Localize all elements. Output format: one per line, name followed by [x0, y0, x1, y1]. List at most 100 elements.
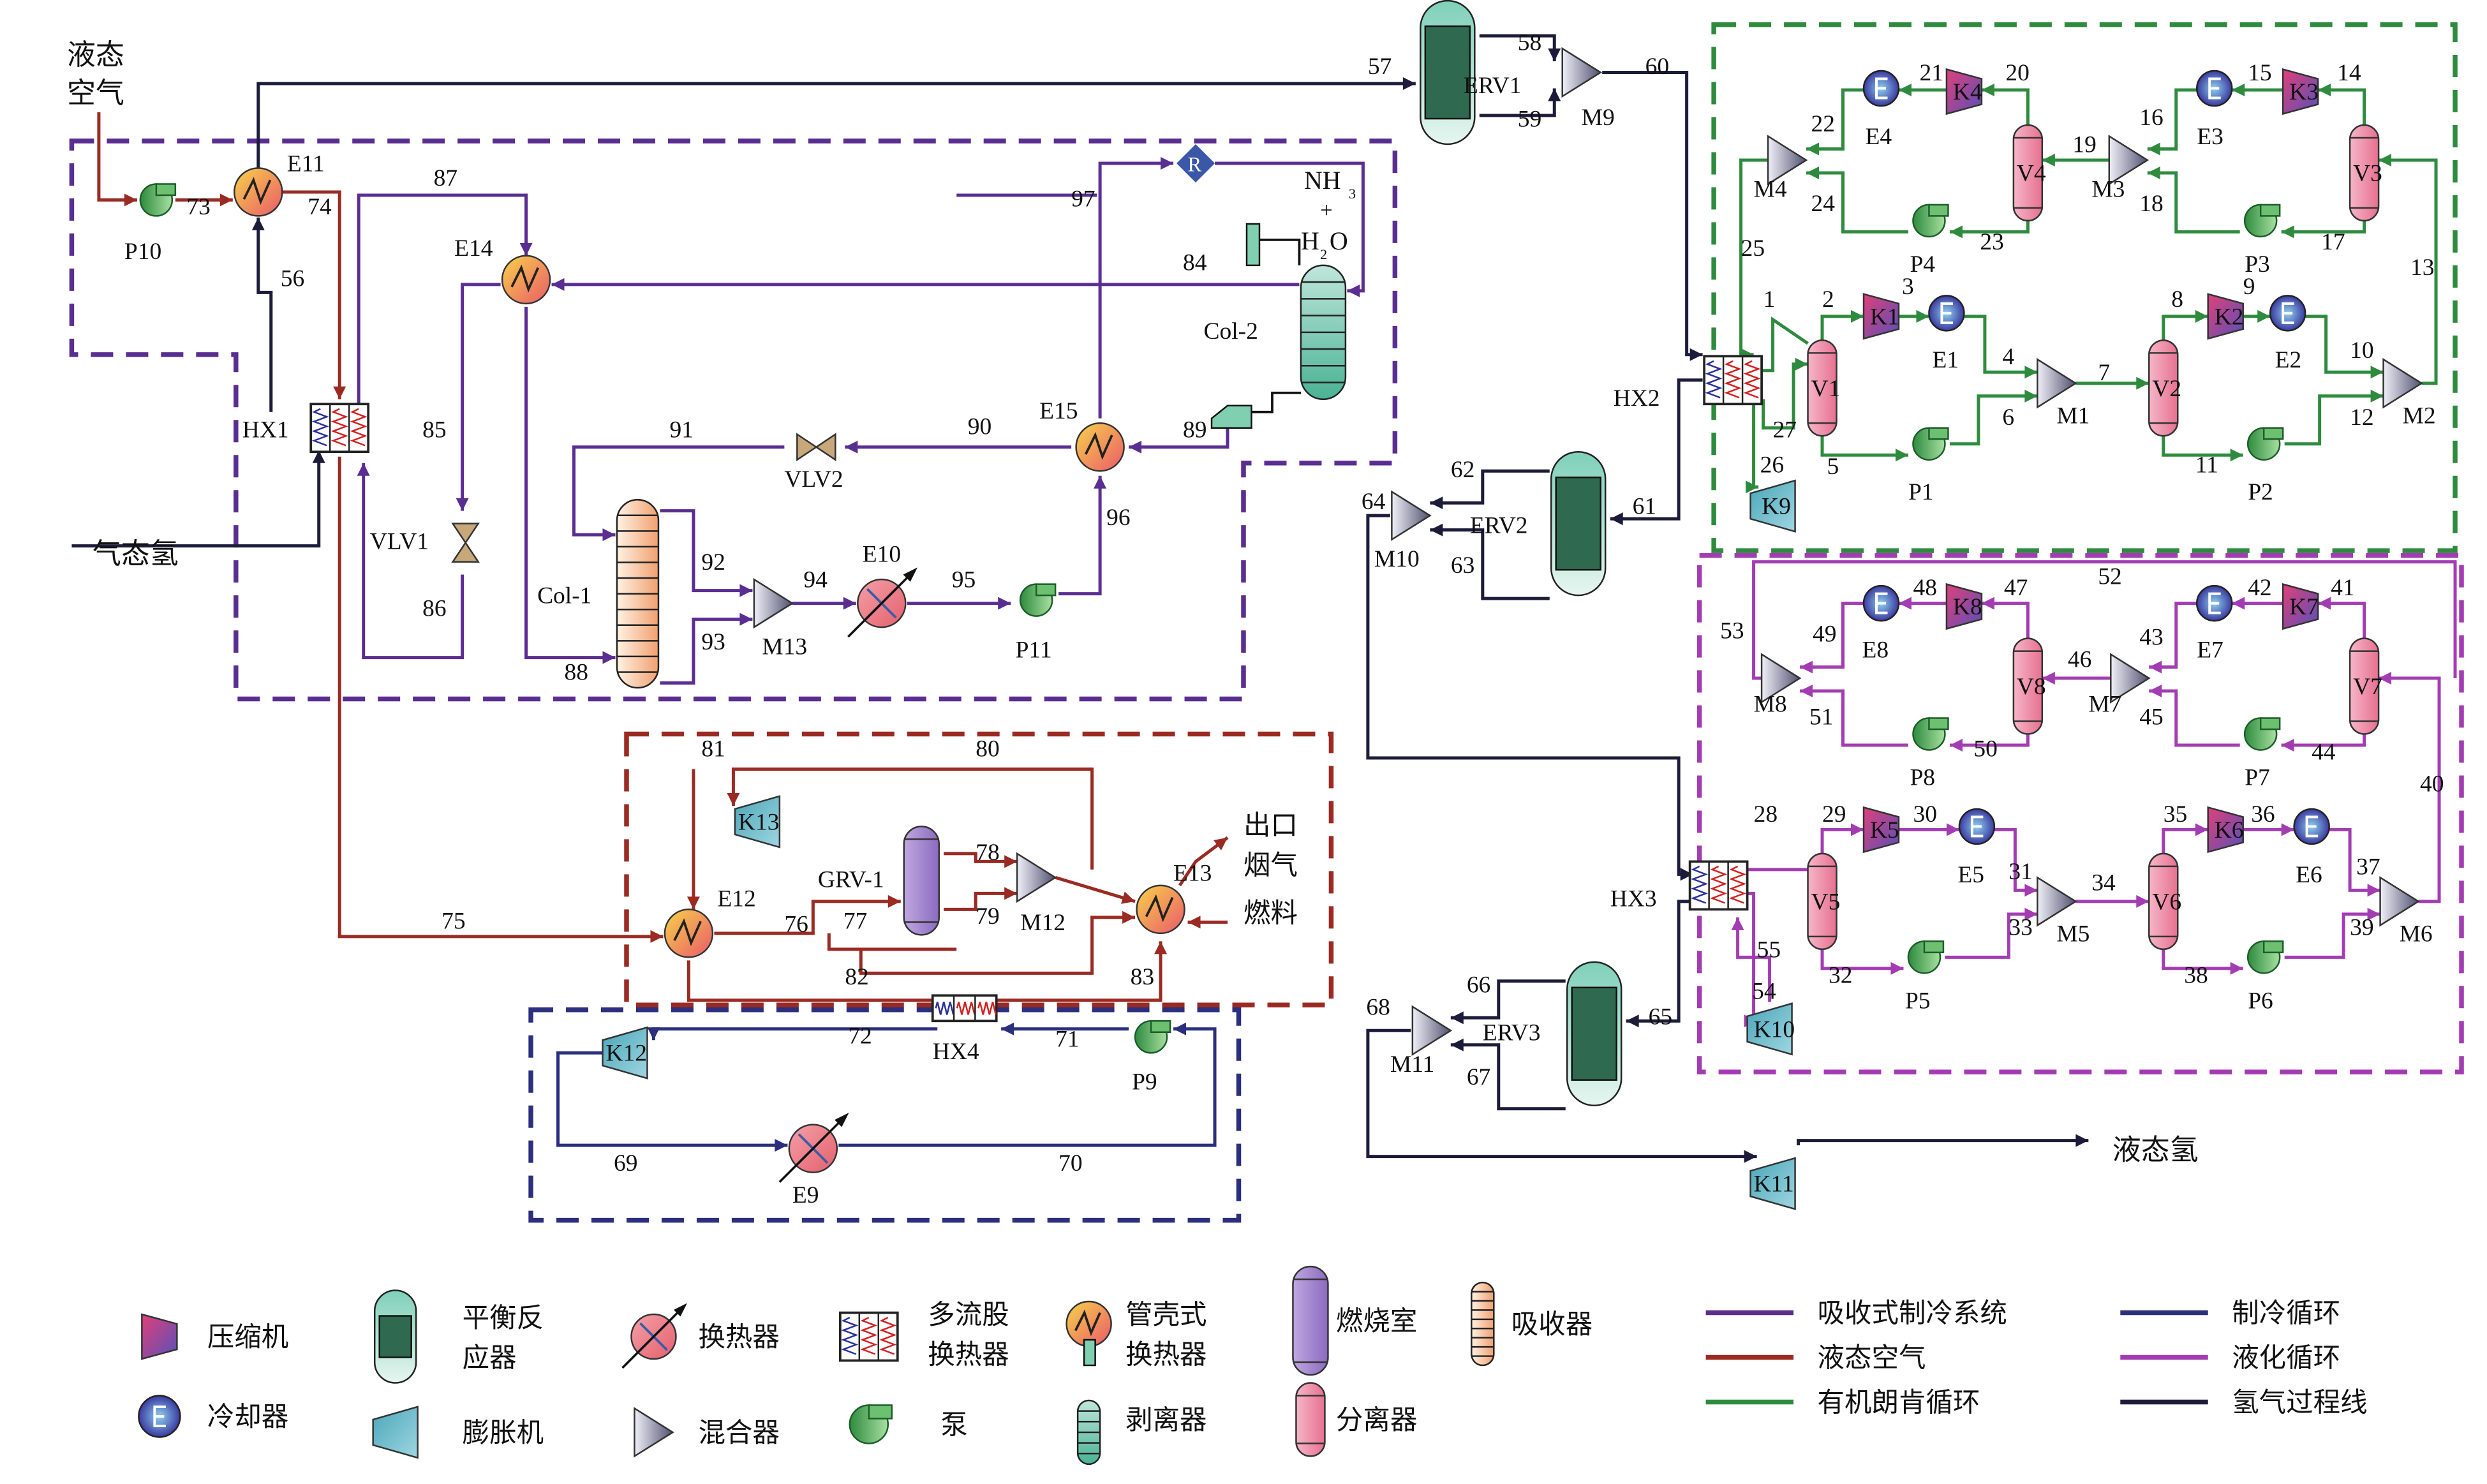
mixer-body	[1561, 47, 1603, 98]
stream-number: 38	[2184, 962, 2208, 988]
stream-number: 25	[1741, 235, 1765, 262]
stream-number: 33	[2008, 914, 2032, 940]
flow-arrow-icon	[1851, 823, 1864, 836]
stream-line	[1366, 1028, 1757, 1159]
equipment-layer	[139, 0, 2423, 1210]
flow-arrow-icon	[519, 242, 533, 256]
multi-hx-coil	[330, 408, 348, 447]
equipment-label: VLV1	[370, 529, 429, 555]
cooler-icon	[2195, 584, 2233, 622]
equipment-label: K6	[2215, 817, 2244, 843]
stream-line	[827, 933, 957, 951]
stream-line	[1450, 979, 1566, 1020]
compressor-icon	[141, 1313, 178, 1360]
stream-line	[2147, 171, 2240, 234]
equipment-label: E7	[2197, 637, 2223, 664]
stream-line	[1981, 88, 2030, 125]
stream-number: 28	[1754, 801, 1778, 827]
combustor-body	[1292, 1265, 1329, 1376]
equipment-label: V8	[2017, 674, 2046, 700]
shell-tube-hx-icon	[1136, 884, 1185, 935]
flow-arrow-icon	[2149, 685, 2162, 698]
stream-number: 68	[1366, 994, 1390, 1020]
column-icon	[1300, 264, 1347, 401]
equipment-label: E9	[792, 1182, 819, 1208]
stream-number: 7	[2098, 360, 2110, 386]
flow-arrow-icon	[1890, 961, 1904, 975]
stream-line	[687, 960, 941, 1002]
pump-icon	[1019, 583, 1057, 617]
equipment-label: M4	[1754, 176, 1787, 202]
equipment-m1	[2037, 358, 2077, 409]
stream-number: 87	[434, 165, 457, 191]
compressor-icon	[2282, 68, 2319, 115]
reactor-diamond-icon	[1177, 144, 1215, 182]
stream-number: 12	[2350, 404, 2373, 431]
equipment-m3	[2108, 135, 2149, 186]
equipment-label: E3	[2197, 124, 2223, 150]
compressor-icon	[1862, 806, 1900, 854]
flow-arrow-icon	[219, 193, 233, 207]
stream-line	[2162, 949, 2243, 970]
shell-coil	[1084, 432, 1113, 460]
separator-band	[2013, 137, 2042, 209]
multi-hx-coil	[1705, 360, 1723, 399]
equipment-v1	[1807, 339, 1837, 437]
flow-arrow-icon	[1161, 156, 1174, 170]
equipment-label: HX1	[242, 417, 289, 443]
stream-line	[2281, 220, 2366, 234]
shell-coil	[510, 264, 540, 293]
pump-outlet	[2259, 204, 2281, 217]
combustor-icon	[903, 826, 940, 936]
equipment-label: E8	[1862, 637, 1889, 664]
flow-arrow-icon	[2136, 376, 2149, 390]
stream-line	[1800, 602, 1864, 669]
equipment-label: K2	[2215, 304, 2244, 330]
stream-line	[2318, 602, 2366, 639]
legend-label: 多流股	[928, 1300, 1009, 1331]
mixer-body	[1391, 490, 1432, 541]
stream-number: 13	[2410, 255, 2434, 281]
gaseous-hydrogen-label: 气态氢	[93, 537, 179, 570]
legend-item-pump: 泵	[849, 1404, 968, 1444]
equipment-label: K11	[1754, 1171, 1794, 1198]
legend-line-label: 液态空气	[1818, 1342, 1926, 1374]
equipment-label: M12	[1020, 910, 1065, 936]
stream-number: 5	[1827, 454, 1839, 480]
stream-number: 9	[2243, 274, 2255, 300]
equipment-p3	[2243, 204, 2281, 238]
stream-number: 32	[1829, 962, 1852, 988]
mixer-icon	[1016, 852, 1057, 903]
stream-line	[2305, 315, 2384, 374]
flow-arrow-icon	[602, 528, 616, 542]
equipment-e4	[1862, 70, 1900, 107]
equipment-e8	[1862, 584, 1900, 622]
flow-arrow-icon	[1689, 348, 1703, 361]
stream-line	[1800, 689, 1908, 747]
flow-arrow-icon	[2379, 672, 2392, 685]
shell-coil	[1074, 1309, 1101, 1337]
pump-outlet	[2262, 427, 2284, 440]
stream-line	[2379, 676, 2441, 903]
separator-band	[2149, 352, 2178, 424]
legend-line-label: 吸收式制冷系统	[1818, 1298, 2007, 1330]
condenser-line	[1259, 239, 1301, 265]
flow-arrow-icon	[1949, 225, 1963, 239]
equipment-hx4	[931, 994, 998, 1023]
liquid-air-boundary	[624, 731, 1334, 1008]
equipment-k9	[1749, 479, 1796, 533]
legend-label: 平衡反	[463, 1303, 544, 1334]
stream-line	[731, 767, 1094, 870]
compressor-icon	[1945, 68, 1983, 115]
flow-arrow-icon	[1946, 823, 1959, 836]
equipment-m11	[1411, 1005, 1453, 1057]
separator-body	[1295, 1382, 1326, 1457]
stream-number: 48	[1913, 575, 1936, 601]
stream-number: 42	[2248, 575, 2271, 601]
flow-arrow-icon	[2230, 449, 2243, 462]
equipment-p5	[1907, 940, 1945, 974]
stream-number: 8	[2171, 286, 2183, 313]
equipment-label: M9	[1582, 105, 1615, 131]
legend-line-item: 液态空气	[1705, 1342, 1926, 1374]
